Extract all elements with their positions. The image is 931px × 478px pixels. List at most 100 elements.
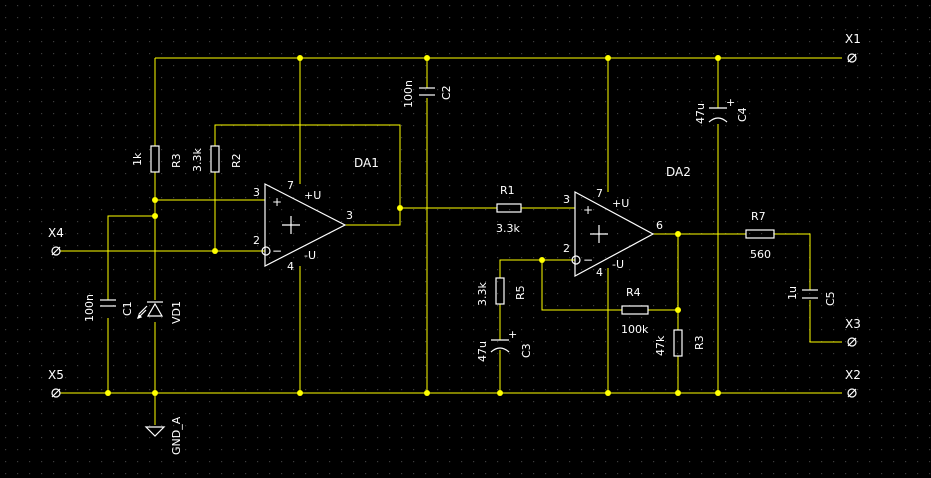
da1-pin2: 2 bbox=[253, 234, 260, 247]
terminal-x1[interactable]: X1 bbox=[845, 32, 861, 63]
c3-value: 47u bbox=[476, 341, 489, 362]
da1-pin3: 3 bbox=[253, 186, 260, 199]
r3-ref: R3 bbox=[170, 153, 183, 168]
da2-vplus: +U bbox=[612, 197, 629, 210]
capacitor-c3[interactable]: + 47u C3 bbox=[476, 328, 533, 362]
r3b-value: 47k bbox=[654, 335, 667, 356]
c1-ref: C1 bbox=[121, 301, 134, 316]
junction bbox=[675, 390, 681, 396]
c3-plus: + bbox=[508, 328, 517, 341]
wire-r2-feedback bbox=[214, 124, 401, 251]
terminal-x2-label: X2 bbox=[845, 368, 861, 382]
terminal-x1-label: X1 bbox=[845, 32, 861, 46]
c3-ref: C3 bbox=[520, 343, 533, 358]
da1-plus-sign: + bbox=[272, 195, 282, 209]
da1-pin-out: 3 bbox=[346, 209, 353, 222]
da2-pin3: 3 bbox=[563, 193, 570, 206]
terminal-x3-label: X3 bbox=[845, 317, 861, 331]
junction bbox=[675, 231, 681, 237]
da2-vminus: -U bbox=[612, 258, 624, 271]
c4-plus: + bbox=[726, 96, 735, 109]
junction bbox=[497, 390, 503, 396]
da1-minus-sign: − bbox=[272, 244, 282, 258]
junction bbox=[424, 390, 430, 396]
da2-pin-out: 6 bbox=[656, 219, 663, 232]
vd1-ref: VD1 bbox=[170, 301, 183, 324]
da2-plus-sign: + bbox=[583, 203, 593, 217]
opamp-da1[interactable]: + − 3 2 3 7 4 +U -U DA1 bbox=[253, 156, 379, 273]
wire-da2-out bbox=[653, 233, 842, 343]
opamp-da2[interactable]: + − 3 2 6 7 4 +U -U DA2 bbox=[563, 165, 691, 279]
wire-da1-out bbox=[345, 207, 575, 226]
ground-symbol[interactable]: GND_A bbox=[144, 416, 183, 455]
resistor-r4[interactable]: R4 100k bbox=[621, 286, 649, 336]
da1-label: DA1 bbox=[354, 156, 379, 170]
resistor-r1[interactable]: R1 3.3k bbox=[496, 184, 522, 235]
junction bbox=[105, 390, 111, 396]
da2-minus-sign: − bbox=[583, 253, 593, 267]
resistor-r5[interactable]: 3.3k R5 bbox=[476, 277, 527, 306]
wires bbox=[60, 57, 842, 425]
capacitor-c4[interactable]: + 47u C4 bbox=[694, 96, 749, 124]
r1-value: 3.3k bbox=[496, 222, 520, 235]
terminal-x4-label: X4 bbox=[48, 226, 64, 240]
junction bbox=[297, 55, 303, 61]
terminal-x2[interactable]: X2 bbox=[845, 368, 861, 398]
da1-vplus: +U bbox=[304, 189, 321, 202]
capacitor-c2[interactable]: 100n C2 bbox=[402, 80, 453, 108]
da2-label: DA2 bbox=[666, 165, 691, 179]
c4-value: 47u bbox=[694, 103, 707, 124]
wire-c1 bbox=[107, 215, 155, 393]
junction bbox=[715, 55, 721, 61]
resistor-r3-47k[interactable]: 47k R3 bbox=[654, 329, 706, 357]
junctions bbox=[105, 55, 721, 396]
r5-ref: R5 bbox=[514, 285, 527, 300]
resistor-r2[interactable]: 3.3k R2 bbox=[191, 145, 243, 173]
junction bbox=[715, 390, 721, 396]
c4-ref: C4 bbox=[736, 107, 749, 122]
wire-da2-minus bbox=[499, 259, 678, 311]
r4-ref: R4 bbox=[626, 286, 641, 299]
junction bbox=[297, 390, 303, 396]
capacitor-c1[interactable]: 100n C1 bbox=[83, 294, 134, 322]
junction bbox=[605, 55, 611, 61]
c2-value: 100n bbox=[402, 80, 415, 108]
r5-value: 3.3k bbox=[476, 282, 489, 306]
resistor-r3[interactable]: 1k R3 bbox=[131, 145, 183, 173]
junction bbox=[605, 390, 611, 396]
capacitor-c5[interactable]: 1u C5 bbox=[786, 286, 837, 306]
terminal-x5-label: X5 bbox=[48, 368, 64, 382]
junction bbox=[152, 390, 158, 396]
da1-pin7: 7 bbox=[287, 179, 294, 192]
c2-ref: C2 bbox=[440, 85, 453, 100]
c5-value: 1u bbox=[786, 286, 799, 300]
terminal-x4[interactable]: X4 bbox=[48, 226, 64, 256]
da2-pin2: 2 bbox=[563, 242, 570, 255]
da2-pin4: 4 bbox=[596, 266, 603, 279]
terminal-x5[interactable]: X5 bbox=[48, 368, 64, 398]
junction bbox=[397, 205, 403, 211]
c5-ref: C5 bbox=[824, 291, 837, 306]
led-vd1[interactable]: VD1 bbox=[137, 301, 183, 324]
junction bbox=[212, 248, 218, 254]
r7-value: 560 bbox=[750, 248, 771, 261]
r7-ref: R7 bbox=[751, 210, 766, 223]
junction bbox=[675, 307, 681, 313]
junction bbox=[152, 197, 158, 203]
junction bbox=[539, 257, 545, 263]
r1-ref: R1 bbox=[500, 184, 515, 197]
ground-label: GND_A bbox=[170, 416, 183, 455]
c1-value: 100n bbox=[83, 294, 96, 322]
da2-pin7: 7 bbox=[596, 187, 603, 200]
r2-value: 3.3k bbox=[191, 148, 204, 172]
r2-ref: R2 bbox=[230, 153, 243, 168]
terminal-x3[interactable]: X3 bbox=[845, 317, 861, 347]
da1-pin4: 4 bbox=[287, 260, 294, 273]
junction bbox=[152, 213, 158, 219]
da1-vminus: -U bbox=[304, 249, 316, 262]
r4-value: 100k bbox=[621, 323, 649, 336]
resistor-r7[interactable]: R7 560 bbox=[745, 210, 775, 261]
r3-value: 1k bbox=[131, 152, 144, 166]
